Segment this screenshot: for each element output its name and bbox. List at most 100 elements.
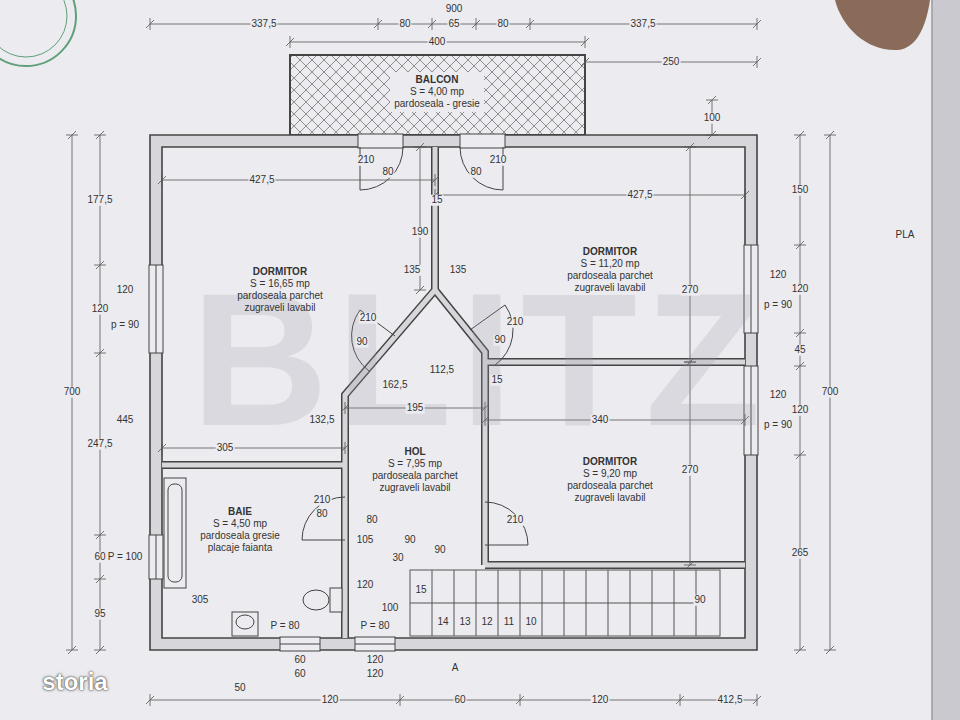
dimension-lines bbox=[435, 195, 745, 196]
dimension-label: 210 bbox=[359, 313, 378, 324]
dimension-lines bbox=[94, 265, 106, 266]
dimension-label: 305 bbox=[191, 595, 210, 606]
dimension-lines bbox=[794, 455, 806, 456]
dimension-label: 15 bbox=[490, 375, 503, 386]
dimension-label: 120 bbox=[791, 405, 810, 416]
dimension-label: 120 bbox=[356, 580, 375, 591]
room-label: DORMITORS = 16,65 mppardoseala parchetzu… bbox=[233, 264, 327, 316]
dimension-label: 80 bbox=[398, 19, 411, 30]
dimension-label: 120 bbox=[591, 695, 610, 706]
room-name: BALCON bbox=[394, 74, 480, 86]
dimension-label: 120 bbox=[366, 669, 385, 680]
room-finish: pardoseala - gresie bbox=[394, 98, 480, 110]
dimension-lines bbox=[520, 694, 521, 706]
room-name: DORMITOR bbox=[567, 246, 653, 258]
room-name: DORMITOR bbox=[237, 266, 323, 278]
door-swing bbox=[460, 147, 503, 190]
dimension-label: 337,5 bbox=[250, 19, 277, 30]
dimension-lines bbox=[585, 36, 586, 48]
dimension-lines bbox=[150, 694, 151, 706]
room-name: DORMITOR bbox=[567, 456, 653, 468]
dimension-lines bbox=[150, 18, 151, 30]
dimension-lines bbox=[794, 366, 806, 367]
window-glass bbox=[156, 535, 157, 579]
dimension-lines bbox=[94, 535, 106, 536]
section-mark: A bbox=[451, 663, 460, 674]
dimension-label: 445 bbox=[116, 415, 135, 426]
room-finish: pardoseala parchet bbox=[567, 480, 653, 492]
dimension-label: 337,5 bbox=[629, 19, 656, 30]
room-area: S = 9,20 mp bbox=[567, 468, 653, 480]
room-finish: zugraveli lavabil bbox=[372, 482, 458, 494]
dimension-label: 120 bbox=[791, 284, 810, 295]
dimension-label: 15 bbox=[430, 195, 443, 206]
stamp-ring bbox=[0, 0, 67, 57]
step-number: 13 bbox=[458, 617, 471, 628]
wall bbox=[485, 561, 745, 569]
stair-treads bbox=[432, 570, 433, 636]
dimension-lines bbox=[794, 135, 806, 136]
sink bbox=[232, 612, 258, 636]
dimension-lines bbox=[66, 135, 78, 136]
dimension-label: 427,5 bbox=[626, 190, 653, 201]
dimension-label: 210 bbox=[313, 495, 332, 506]
window-glass bbox=[156, 265, 157, 353]
room-label: DORMITORS = 9,20 mppardoseala parchetzug… bbox=[563, 454, 657, 506]
room-finish: zugraveli lavabil bbox=[567, 492, 653, 504]
dimension-label: 105 bbox=[356, 535, 375, 546]
room-finish: pardoseala parchet bbox=[567, 270, 653, 282]
dimension-label: 80 bbox=[469, 167, 482, 178]
bathroom-fixtures bbox=[164, 478, 342, 636]
dimension-lines bbox=[290, 36, 291, 48]
door-swing bbox=[360, 147, 403, 190]
toilet-tank bbox=[330, 588, 342, 612]
dimension-label: 270 bbox=[681, 465, 700, 476]
dimension-label: 210 bbox=[506, 317, 525, 328]
dimension-label: 270 bbox=[681, 285, 700, 296]
dimension-lines bbox=[414, 147, 426, 148]
dimension-lines bbox=[824, 650, 836, 651]
dimension-label: 50 bbox=[233, 683, 246, 694]
dimension-lines bbox=[162, 442, 163, 454]
wall bbox=[162, 461, 345, 469]
room-finish: zugraveli lavabil bbox=[237, 302, 323, 314]
dimension-label: 90 bbox=[493, 335, 506, 346]
dimension-lines bbox=[706, 135, 718, 136]
dimension-label: 112,5 bbox=[429, 365, 455, 376]
opening bbox=[358, 134, 403, 148]
room-finish: pardoseala parchet bbox=[372, 470, 458, 482]
dimension-lines bbox=[794, 245, 806, 246]
stamp-ring bbox=[0, 0, 76, 66]
dimension-label: 900 bbox=[445, 4, 464, 15]
dimension-lines bbox=[757, 56, 758, 68]
stair-treads bbox=[454, 570, 455, 636]
dimension-label: 45 bbox=[793, 345, 806, 356]
bathtub-basin bbox=[168, 484, 182, 582]
step-number: 14 bbox=[436, 617, 449, 628]
stair-treads bbox=[674, 570, 675, 636]
logo-text: storia bbox=[41, 669, 108, 694]
dimension-label: 80 bbox=[365, 515, 378, 526]
dimension-label: 80 bbox=[315, 509, 328, 520]
dimension-label: 210 bbox=[357, 155, 376, 166]
dimension-label: 190 bbox=[411, 227, 430, 238]
stair-treads bbox=[520, 570, 521, 636]
dimension-lines bbox=[94, 650, 106, 651]
dimension-label: 30 bbox=[391, 553, 404, 564]
dimension-label: 135 bbox=[449, 265, 468, 276]
dimension-lines bbox=[757, 694, 758, 706]
dimension-label: p = 90 bbox=[763, 300, 793, 311]
dimension-label: 60 bbox=[293, 669, 306, 680]
room-area: S = 16,65 mp bbox=[237, 278, 323, 290]
dimension-label: 120 bbox=[321, 695, 340, 706]
dimension-label: 90 bbox=[355, 337, 368, 348]
dimension-label: 700 bbox=[63, 387, 82, 398]
window bbox=[280, 637, 320, 651]
room-finish: zugraveli lavabil bbox=[567, 282, 653, 294]
room-name: HOL bbox=[372, 446, 458, 458]
dimension-lines bbox=[162, 180, 435, 181]
dimension-label: 177,5 bbox=[86, 195, 113, 206]
dimension-lines bbox=[585, 56, 586, 68]
stair-treads bbox=[652, 570, 653, 636]
wall bbox=[162, 463, 345, 468]
